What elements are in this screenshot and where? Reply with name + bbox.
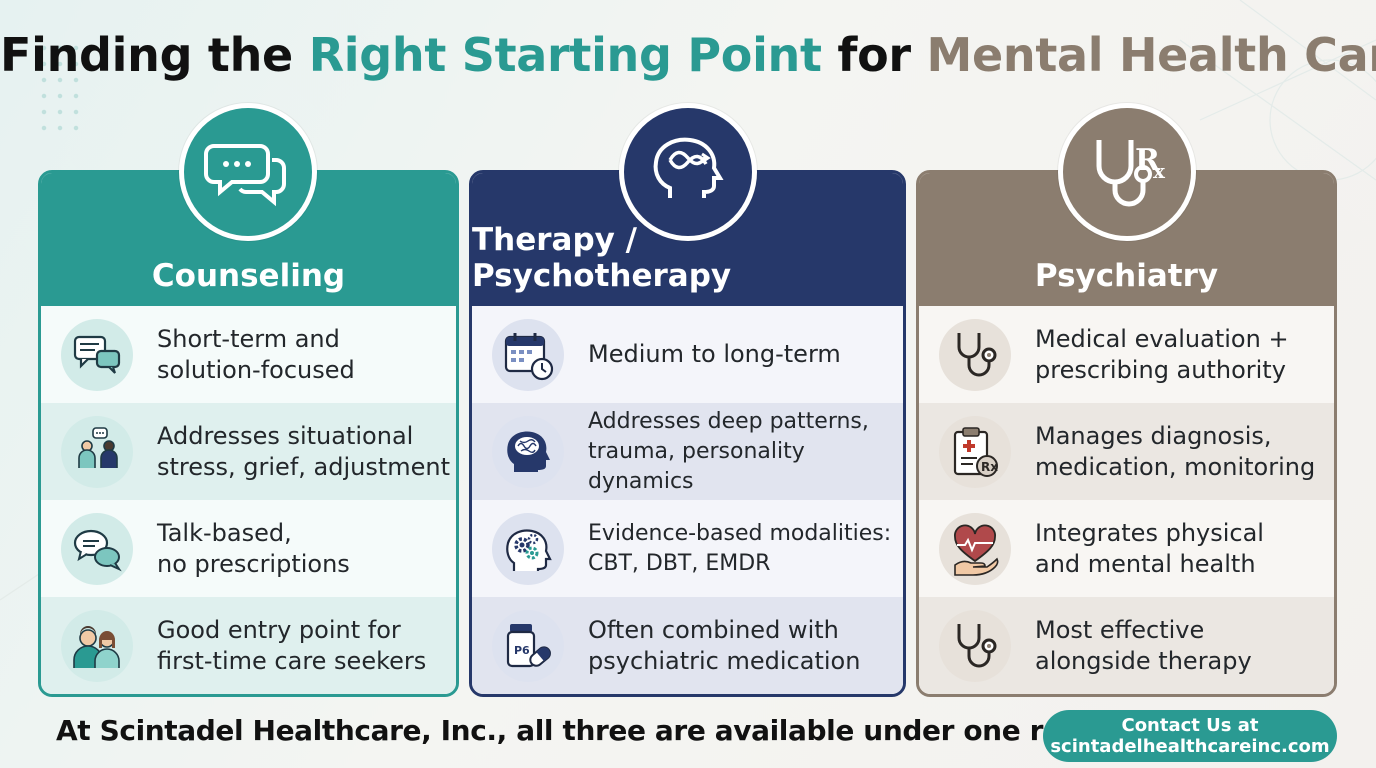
title-part-4: Mental Health Care bbox=[926, 28, 1376, 82]
row-line-1: Short-term and bbox=[157, 324, 340, 353]
heart-hand-icon bbox=[939, 512, 1011, 585]
page-title: Finding the Right Starting Point for Men… bbox=[0, 28, 1376, 82]
list-item: Medical evaluation +prescribing authorit… bbox=[919, 306, 1334, 403]
row-line-2: prescribing authority bbox=[1035, 355, 1286, 384]
psychiatry-card: Psychiatry Medical evaluation +prescribi… bbox=[916, 170, 1337, 697]
counseling-session-icon bbox=[61, 415, 133, 488]
calendar-clock-icon bbox=[492, 318, 564, 391]
list-item: Medium to long-term bbox=[472, 306, 903, 403]
brain-cycle-icon bbox=[619, 103, 757, 241]
title-part-3: for bbox=[821, 28, 927, 82]
svg-text:x: x bbox=[1153, 159, 1166, 183]
svg-text:R: R bbox=[1135, 143, 1161, 178]
row-line-1: Most effective bbox=[1035, 615, 1205, 644]
psychiatry-label: Psychiatry bbox=[1034, 258, 1219, 294]
list-item: Rx Manages diagnosis,medication, monitor… bbox=[919, 403, 1334, 500]
row-line-2: and mental health bbox=[1035, 549, 1256, 578]
list-item: Evidence-based modalities: CBT, DBT, EMDR bbox=[472, 500, 903, 597]
clipboard-rx-icon: Rx bbox=[939, 415, 1011, 488]
svg-text:P6: P6 bbox=[514, 644, 530, 657]
row-line-2: first-time care seekers bbox=[157, 646, 427, 675]
row-line-2: alongside therapy bbox=[1035, 646, 1252, 675]
title-part-1: Finding the bbox=[0, 28, 309, 82]
contact-link[interactable]: scintadelhealthcareinc.com bbox=[1050, 736, 1330, 757]
counseling-label: Counseling bbox=[151, 258, 346, 294]
pill-bottle-icon: P6 bbox=[492, 609, 564, 682]
stethoscope-icon bbox=[939, 318, 1011, 391]
chat-bubbles-icon bbox=[61, 318, 133, 391]
title-part-2: Right Starting Point bbox=[308, 28, 822, 82]
row-line-1: Addresses deep patterns, bbox=[588, 408, 869, 434]
row-line-1: Evidence-based modalities: bbox=[588, 520, 892, 546]
talk-bubbles-icon bbox=[61, 512, 133, 585]
row-line-2: psychiatric medication bbox=[588, 646, 861, 675]
therapy-label: Therapy / Psychotherapy bbox=[472, 222, 732, 294]
therapy-card: Therapy / Psychotherapy Medium to long-t… bbox=[469, 170, 906, 697]
row-line-1: Good entry point for bbox=[157, 615, 401, 644]
list-item: Addresses deep patterns, trauma, personal… bbox=[472, 403, 903, 500]
row-line-2: stress, grief, adjustment bbox=[157, 452, 451, 481]
row-line-1: Medical evaluation + bbox=[1035, 324, 1289, 353]
contact-line-1: Contact Us at bbox=[1121, 715, 1259, 736]
row-line-1: Addresses situational bbox=[157, 421, 414, 450]
list-item: Talk-based,no prescriptions bbox=[41, 500, 456, 597]
row-line-2: medication, monitoring bbox=[1035, 452, 1316, 481]
row-line-2: solution-focused bbox=[157, 355, 355, 384]
row-line-2: no prescriptions bbox=[157, 549, 350, 578]
row-line-1: Talk-based, bbox=[157, 518, 292, 547]
contact-button[interactable]: Contact Us at scintadelhealthcareinc.com bbox=[1043, 710, 1337, 762]
speech-bubbles-icon bbox=[179, 103, 317, 241]
people-icon bbox=[61, 609, 133, 682]
footer-text: At Scintadel Healthcare, Inc., all three… bbox=[56, 714, 1102, 747]
row-line-2: trauma, personality dynamics bbox=[588, 438, 805, 494]
svg-text:Rx: Rx bbox=[981, 460, 998, 474]
head-brain-icon bbox=[492, 415, 564, 488]
head-gears-icon bbox=[492, 512, 564, 585]
stethoscope-icon bbox=[939, 609, 1011, 682]
row-line-1: Often combined with bbox=[588, 615, 839, 644]
row-line-2: CBT, DBT, EMDR bbox=[588, 550, 771, 576]
row-line-1: Manages diagnosis, bbox=[1035, 421, 1272, 450]
row-line-1: Medium to long-term bbox=[588, 340, 841, 368]
row-line-1: Integrates physical bbox=[1035, 518, 1264, 547]
